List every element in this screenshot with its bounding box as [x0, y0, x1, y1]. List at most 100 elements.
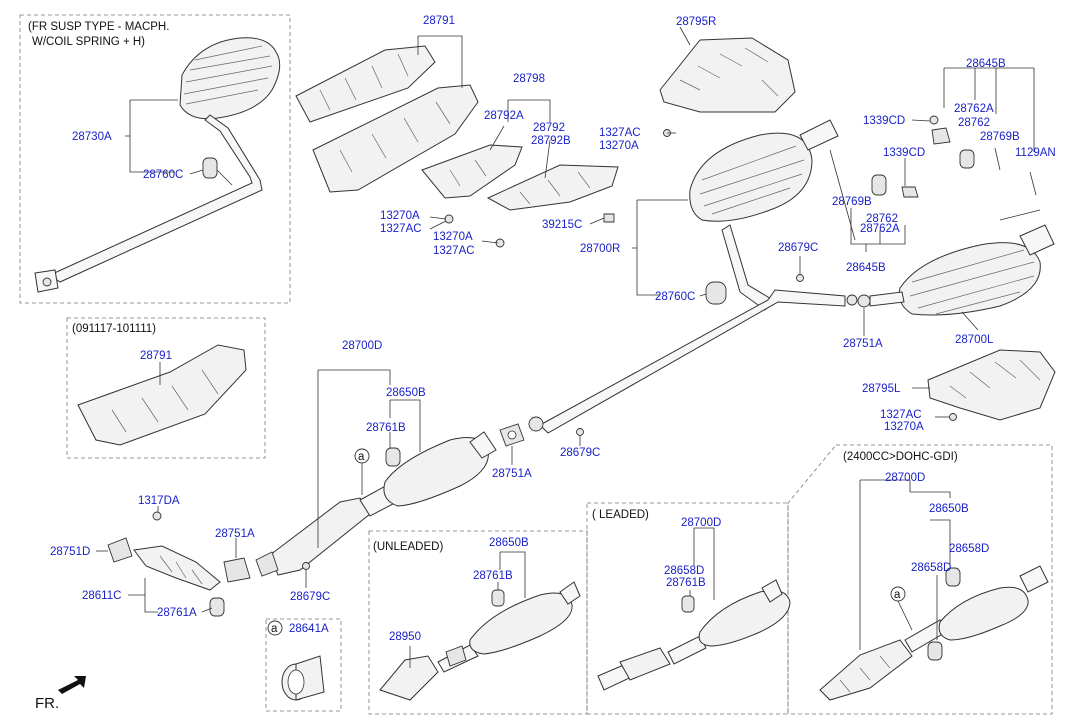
caption-date-range: (091117-101111) [72, 323, 156, 335]
label-28760c-1: 28760C [143, 169, 183, 181]
label-28761b-1: 28761B [366, 422, 406, 434]
label-28650b-3: 28650B [929, 503, 969, 515]
label-28761b-3: 28761B [666, 577, 706, 589]
label-28762-2: 28762 [866, 213, 898, 225]
label-13270a-1: 13270A [380, 210, 420, 222]
label-28761a: 28761A [157, 607, 197, 619]
label-28650b-1: 28650B [386, 387, 426, 399]
label-1129an: 1129AN [1015, 147, 1056, 159]
leaded-assembly [597, 579, 791, 691]
label-28650b-2: 28650B [489, 537, 529, 549]
heat-protector-28791-alt [77, 344, 247, 446]
label-28700r: 28700R [580, 243, 620, 255]
label-28641a: 28641A [289, 623, 329, 635]
label-1339cd-1: 1339CD [863, 115, 905, 127]
heat-protector-28795l [927, 349, 1056, 421]
hanger-rubber-28760c-2 [705, 281, 727, 305]
label-13270a-r: 13270A [599, 140, 639, 152]
caption-leaded: ( LEADED) [592, 509, 649, 521]
label-28658d-1: 28658D [664, 565, 704, 577]
svg-text:a: a [358, 451, 365, 463]
unleaded-assembly [379, 581, 581, 701]
label-1327ac-3: 1327AC [880, 409, 922, 421]
heat-protector-28791-upper [295, 45, 436, 123]
label-13270a-3: 13270A [884, 421, 924, 433]
caption-engine: (2400CC>DOHC-GDI) [843, 451, 958, 463]
label-28645b-2: 28645B [846, 262, 886, 274]
label-28760c-2: 28760C [655, 291, 695, 303]
label-13270a-2: 13270A [433, 231, 473, 243]
label-28751d: 28751D [50, 546, 90, 558]
front-muffler-assy-28730a [34, 37, 281, 293]
label-28798: 28798 [513, 73, 545, 85]
label-28792a: 28792A [484, 110, 524, 122]
label-28751a-1: 28751A [843, 338, 883, 350]
center-muffler-28700d [255, 431, 497, 577]
label-28751a-2: 28751A [492, 468, 532, 480]
label-28791-top: 28791 [423, 15, 455, 27]
clamp-28641a: a [267, 620, 325, 701]
label-28679c-2: 28679C [560, 447, 600, 459]
label-28700d-4: 28700D [885, 472, 925, 484]
label-28950: 28950 [389, 631, 421, 643]
gasket-28751a-1 [857, 294, 871, 308]
label-28769b-2: 28769B [832, 196, 872, 208]
heat-protector-28791-lower [312, 84, 479, 193]
label-28611c: 28611C [82, 590, 121, 602]
frame-fr-susp [19, 14, 291, 304]
front-direction-indicator: FR. [35, 676, 86, 712]
frame-ref-a [265, 618, 342, 712]
hanger-rubber-28760c-1 [202, 157, 233, 186]
front-label: FR. [35, 695, 59, 712]
label-39215c: 39215C [542, 219, 582, 231]
label-28762a-2: 28762A [860, 223, 900, 235]
caption-fr-susp: (FR SUSP TYPE - MACPH. [28, 21, 169, 33]
heat-protector-28792b [486, 164, 619, 211]
label-28679c-1: 28679C [778, 242, 818, 254]
label-28700l: 28700L [955, 334, 994, 346]
label-1327ac-r: 1327AC [599, 127, 641, 139]
label-28645b-top: 28645B [966, 58, 1006, 70]
label-28658d-2: 28658D [949, 543, 989, 555]
label-28791-2: 28791 [140, 350, 172, 362]
leader-lines [96, 26, 1041, 668]
frame-date-range [66, 317, 266, 459]
catalytic-converter-28611c [107, 511, 251, 617]
label-1317da: 1317DA [138, 495, 180, 507]
label-28762a-1: 28762A [954, 103, 994, 115]
rear-muffler-28700l [869, 224, 1055, 316]
label-28795l: 28795L [862, 383, 901, 395]
ref-a-circle [267, 620, 283, 636]
ref-a-mark-main: a [354, 448, 370, 495]
caption-unleaded: (UNLEADED) [373, 541, 443, 553]
label-28795r: 28795R [676, 16, 716, 28]
label-28700d-1: 28700D [342, 340, 382, 352]
heat-protector-28795r [659, 37, 796, 137]
label-28679c-3: 28679C [290, 591, 330, 603]
gasket-28751a-2 [499, 423, 525, 447]
label-28792: 28792 [533, 122, 565, 134]
center-pipe [528, 289, 858, 434]
bolt-nut-1327ac [444, 213, 615, 248]
rear-muffler-28700r [689, 119, 839, 311]
frame-engine [787, 444, 1053, 715]
frame-unleaded [368, 530, 588, 715]
label-1339cd-2: 1339CD [883, 147, 925, 159]
frame-leaded [586, 502, 789, 715]
svg-text:a: a [894, 589, 901, 601]
label-28700d-2: 28700D [681, 517, 721, 529]
label-28751a-3: 28751A [215, 528, 255, 540]
label-1327ac-2: 1327AC [433, 245, 475, 257]
heat-protector-28792a [421, 144, 523, 199]
gdi-assembly: a [819, 565, 1049, 701]
label-28658d-3: 28658D [911, 562, 951, 574]
label-28730a: 28730A [72, 131, 112, 143]
ref-a-letter: a [271, 623, 278, 635]
label-28761b-2: 28761B [473, 570, 513, 582]
label-1327ac-1: 1327AC [380, 223, 422, 235]
label-28762-1: 28762 [958, 117, 990, 129]
nut-28679c [302, 274, 804, 570]
caption-fr-susp-2: W/COIL SPRING + H) [32, 36, 145, 48]
label-28769b-1: 28769B [980, 131, 1020, 143]
